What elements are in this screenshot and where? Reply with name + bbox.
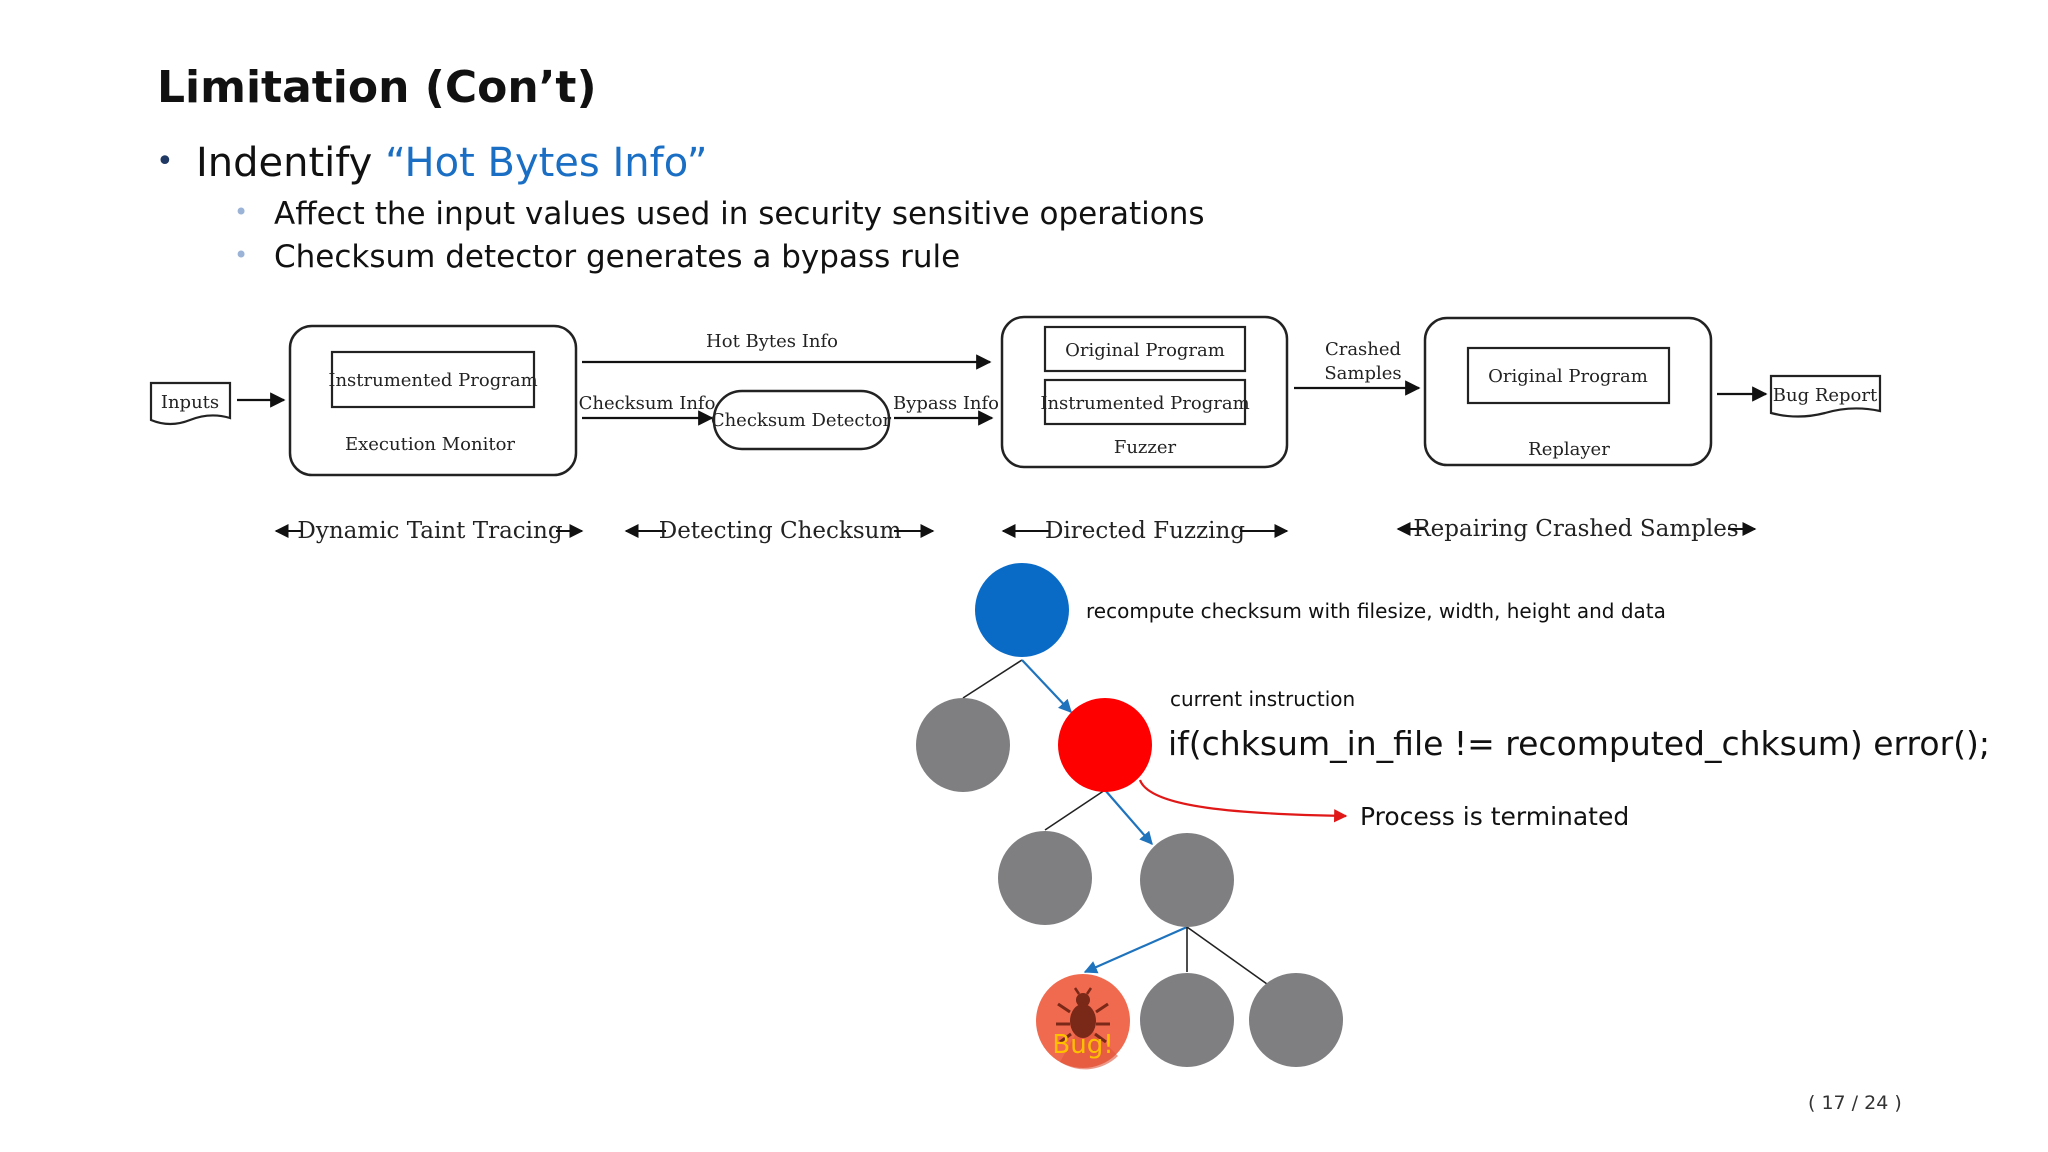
process-terminated-label: Process is terminated xyxy=(1360,802,1629,831)
stage-label-fuzzing: Directed Fuzzing xyxy=(1045,518,1245,544)
terminate-arrow xyxy=(1138,779,1348,823)
bullet-dot: • xyxy=(234,198,249,226)
tree-node xyxy=(1249,973,1343,1067)
inputs-document xyxy=(149,381,232,426)
bug-node: Bug! xyxy=(1036,974,1130,1070)
sub-bullet-text: Affect the input values used in security… xyxy=(274,196,1205,232)
root-node xyxy=(975,563,1069,657)
replayer-original-program-box xyxy=(1466,346,1671,405)
stage-label-taint: Dynamic Taint Tracing xyxy=(297,518,562,544)
page-number: ( 17 / 24 ) xyxy=(1808,1092,1902,1114)
stage-label-checksum: Detecting Checksum xyxy=(659,518,902,544)
bypass-info-label: Bypass Info xyxy=(893,393,999,414)
replayer-original-program-label: Original Program xyxy=(1488,366,1648,387)
crashed-label-2: Samples xyxy=(1324,363,1401,384)
tree-node xyxy=(1140,973,1234,1067)
pipeline-diagram: Inputs Instrumented Program Execution Mo… xyxy=(149,315,1882,544)
bug-report-label: Bug Report xyxy=(1773,385,1878,406)
bug-report-document xyxy=(1769,374,1882,418)
crashed-label-1: Crashed xyxy=(1325,339,1401,360)
tree-edge-active xyxy=(1104,789,1153,845)
tree-edge-active xyxy=(1021,659,1072,713)
bullet-dot: • xyxy=(234,241,249,269)
tree-edge-to-bug xyxy=(1083,925,1188,974)
fuzzer-label: Fuzzer xyxy=(1114,437,1177,458)
hot-bytes-highlight: “Hot Bytes Info” xyxy=(385,140,708,186)
tree-node xyxy=(998,831,1092,925)
execution-monitor-label: Execution Monitor xyxy=(345,434,515,455)
root-note: recompute checksum with filesize, width,… xyxy=(1086,599,1666,623)
main-bullet-text: Indentify xyxy=(196,140,386,186)
bug-icon xyxy=(1056,987,1110,1044)
tree-edge xyxy=(962,659,1023,699)
slide-title: Limitation (Con’t) xyxy=(157,62,597,113)
tree-edge xyxy=(1186,926,1268,985)
checksum-detector-box xyxy=(712,389,891,451)
current-instruction-node xyxy=(1058,698,1152,792)
fuzzer-instrumented-program-box xyxy=(1043,378,1247,426)
checksum-code: if(chksum_in_file != recomputed_chksum) … xyxy=(1168,724,1990,763)
fuzzer-original-program-box xyxy=(1043,325,1247,373)
bug-label: Bug! xyxy=(1052,1030,1113,1060)
replayer-label: Replayer xyxy=(1528,439,1610,460)
stage-label-repairing: Repairing Crashed Samples xyxy=(1413,516,1738,542)
tree-edge xyxy=(1044,789,1106,831)
tree-node xyxy=(916,698,1010,792)
execution-tree: Bug! recompute checksum with filesize, w… xyxy=(916,563,1990,1070)
checksum-info-label: Checksum Info xyxy=(579,393,716,414)
tree-node xyxy=(1140,833,1234,927)
fuzzer-instrumented-program-label: Instrumented Program xyxy=(1040,393,1249,414)
checksum-detector-label: Checksum Detector xyxy=(711,410,892,431)
sub-bullet-text: Checksum detector generates a bypass rul… xyxy=(274,239,961,275)
instrumented-program-box xyxy=(330,350,536,409)
bullet-dot: • xyxy=(156,144,174,179)
instrumented-program-label: Instrumented Program xyxy=(328,370,537,391)
hot-bytes-label: Hot Bytes Info xyxy=(706,331,838,352)
inputs-label: Inputs xyxy=(161,392,219,413)
current-instruction-label: current instruction xyxy=(1170,687,1355,711)
fuzzer-original-program-label: Original Program xyxy=(1065,340,1225,361)
